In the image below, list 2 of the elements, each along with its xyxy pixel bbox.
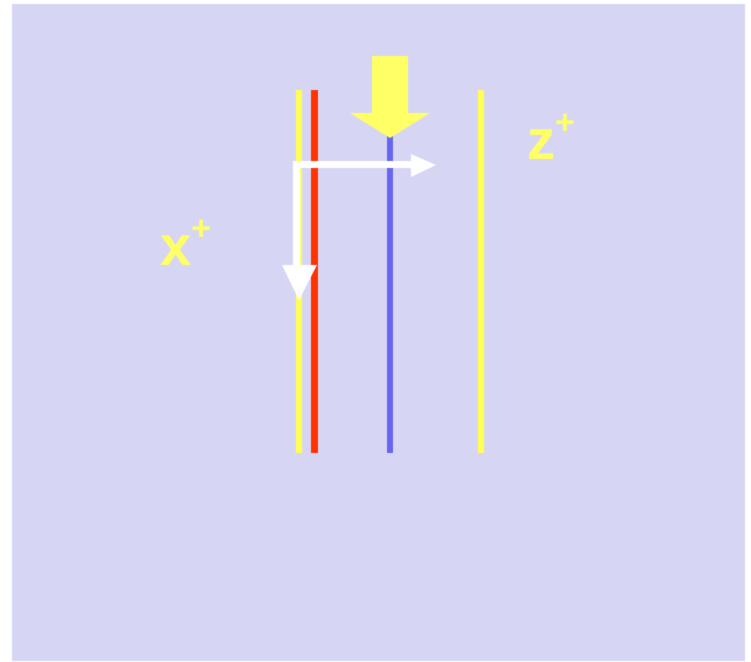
axis-label: z$^{+}$ [527,112,575,168]
axis-label: x$^{+}$ [160,218,212,274]
